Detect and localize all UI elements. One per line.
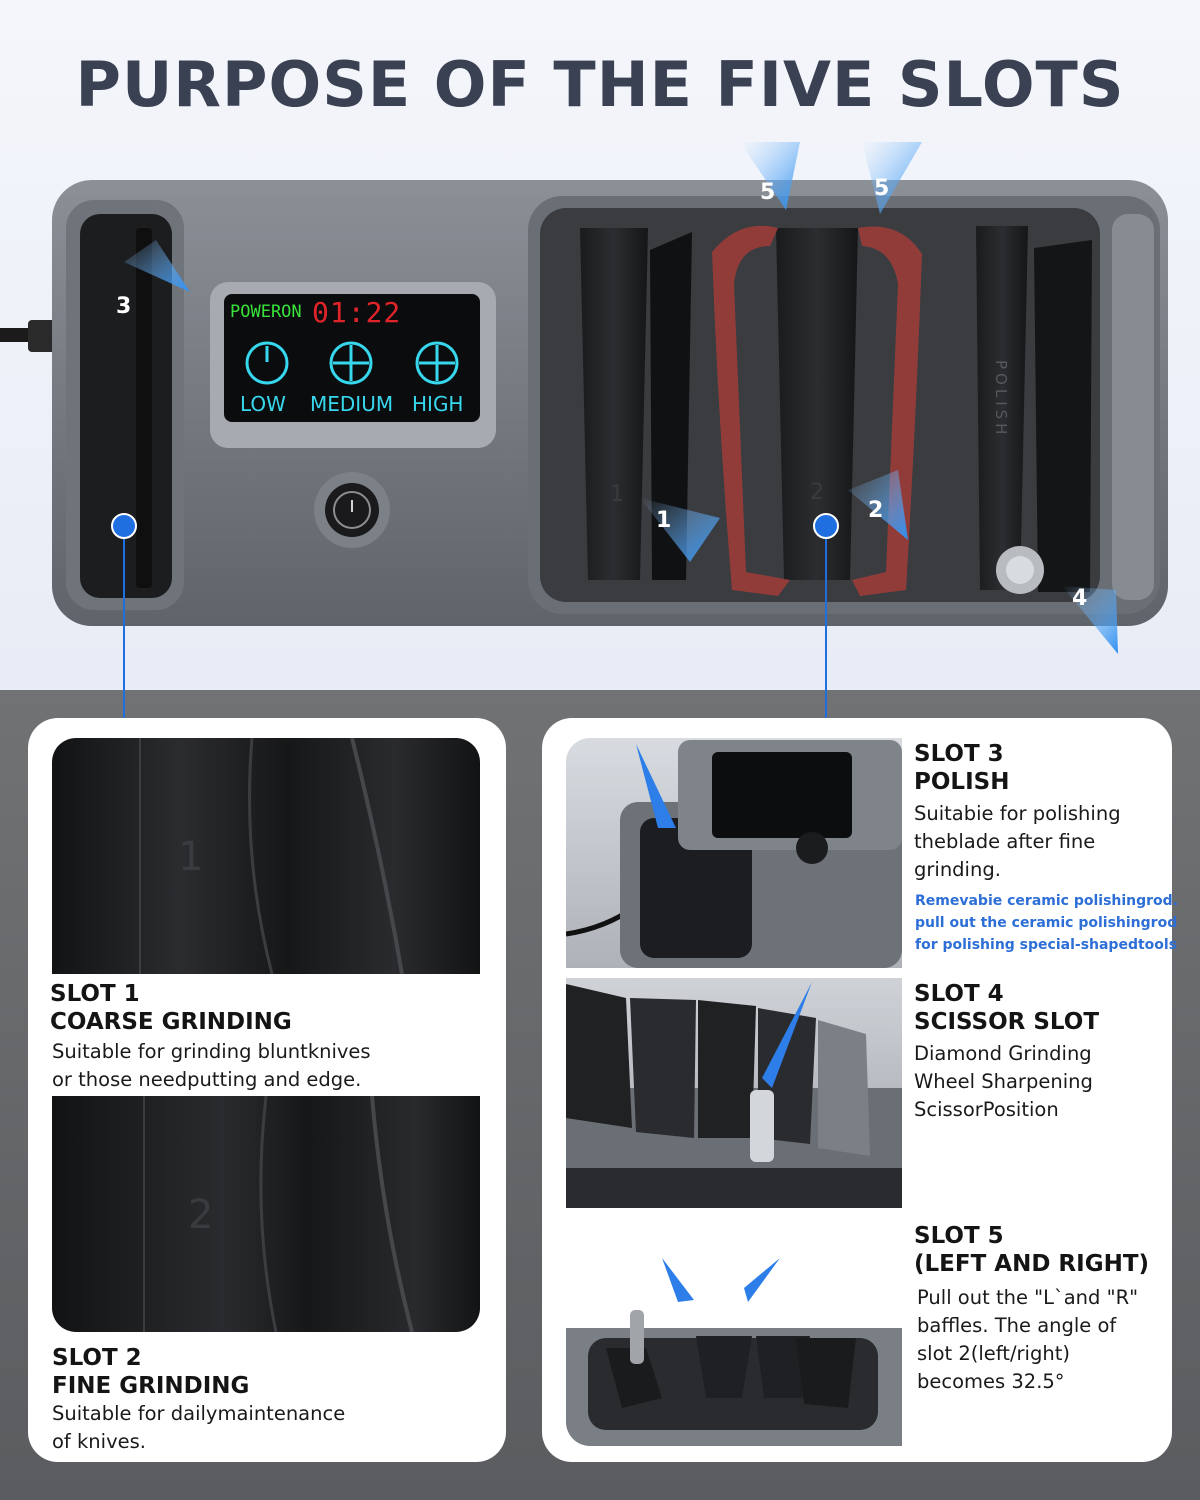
- slot-mark-2: 2: [810, 480, 824, 505]
- medium-mode-icon: [329, 341, 373, 385]
- polish-mark: POLISH: [992, 360, 1010, 439]
- callout-number-4: 4: [1072, 586, 1088, 611]
- callout-number-1: 1: [656, 508, 672, 533]
- slot-4-photo: [566, 978, 902, 1208]
- slot-mark-1: 1: [610, 482, 624, 507]
- right-baffle: [852, 226, 922, 596]
- slot-3-note: Remevabie ceramic polishingrod. pull out…: [915, 893, 1179, 953]
- power-knob-icon: [314, 472, 390, 548]
- arrow-icon: [848, 470, 908, 540]
- slot-3-description: Suitabie for polishing theblade after fi…: [914, 802, 1121, 881]
- arrow-icon: [1062, 586, 1118, 654]
- scissor-knob-icon: [996, 546, 1044, 594]
- arrow-icon: [124, 240, 190, 292]
- callout-number-2: 2: [868, 498, 884, 523]
- slot-3-photo: [566, 738, 902, 968]
- sharpener-overview: [0, 142, 1168, 690]
- lcd-status: POWERON: [230, 302, 302, 322]
- low-mode-icon: [245, 341, 289, 385]
- high-mode-icon: [415, 341, 459, 385]
- left-baffle: [712, 225, 790, 596]
- cable-plug: [28, 320, 58, 352]
- slot-5-description: Pull out the "L`and "R" baffles. The ang…: [917, 1286, 1139, 1393]
- arrow-icon: [740, 142, 800, 210]
- callout-line-left: [123, 690, 125, 738]
- slot-2-title: SLOT 2 FINE GRINDING: [52, 1345, 250, 1399]
- slot-1-photo: 1: [52, 738, 480, 974]
- mode-medium-label: MEDIUM: [310, 392, 394, 416]
- slot-5-photo: [566, 1218, 902, 1446]
- callout-line-right: [825, 690, 827, 742]
- slot-1-photo-mark: 1: [178, 834, 204, 880]
- arrow-icon: [862, 142, 922, 214]
- mode-high-label: HIGH: [412, 392, 464, 416]
- slot-2-photo: 2: [52, 1096, 480, 1332]
- slot-1-title: SLOT 1 COARSE GRINDING: [50, 981, 292, 1035]
- arrow-icon: [640, 498, 720, 562]
- slot-4-title: SLOT 4 SCISSOR SLOT: [914, 981, 1100, 1035]
- callout-number-5a: 5: [760, 180, 776, 205]
- slot-4-description: Diamond Grinding Wheel Sharpening Scisso…: [914, 1042, 1093, 1121]
- slot-2-photo-mark: 2: [188, 1192, 214, 1238]
- page-title: PURPOSE OF THE FIVE SLOTS: [75, 48, 1125, 121]
- callout-number-5b: 5: [874, 176, 890, 201]
- mode-low-label: LOW: [240, 392, 286, 416]
- slot-3-title: SLOT 3 POLISH: [914, 741, 1010, 795]
- slot-1-description: Suitable for grinding bluntknives or tho…: [52, 1040, 371, 1091]
- slot-5-title: SLOT 5 (LEFT AND RIGHT): [914, 1223, 1150, 1277]
- lcd-time: 01:22: [312, 296, 402, 329]
- slot-2-description: Suitable for dailymaintenance of knives.: [52, 1402, 346, 1453]
- callout-number-3: 3: [116, 294, 132, 319]
